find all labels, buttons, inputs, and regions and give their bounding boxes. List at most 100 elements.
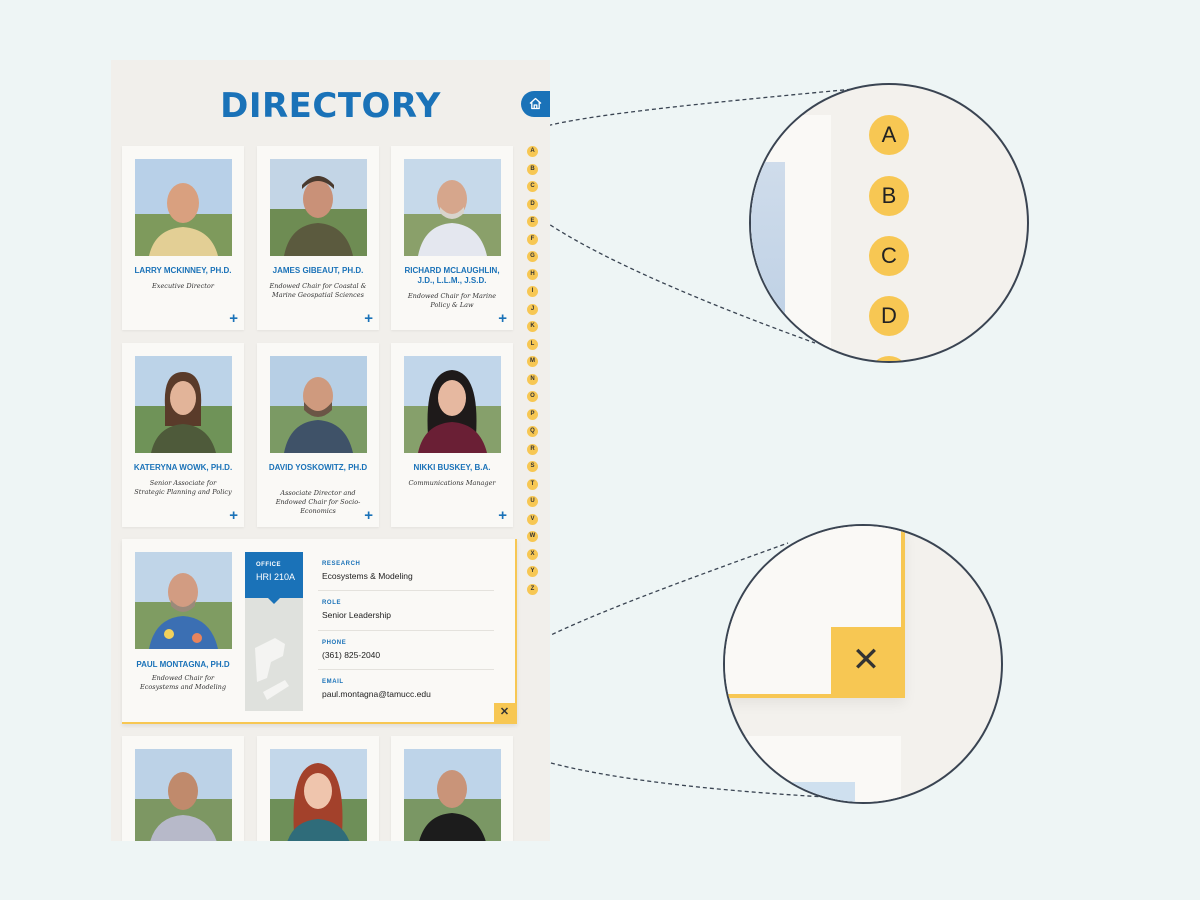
person-photo bbox=[135, 749, 232, 841]
person-card[interactable]: JAMES GIBEAUT, PH.D. Endowed Chair for C… bbox=[257, 146, 379, 330]
alphabet-letter-f[interactable]: F bbox=[527, 233, 538, 245]
alphabet-letter-j[interactable]: J bbox=[527, 303, 538, 315]
zoomed-photo-edge bbox=[751, 162, 785, 361]
office-map[interactable]: OFFICE HRI 210A bbox=[245, 552, 303, 711]
alphabet-letter-e[interactable]: E bbox=[527, 216, 538, 227]
person-photo bbox=[404, 159, 501, 256]
expand-button[interactable]: + bbox=[498, 310, 507, 327]
alphabet-letter-x[interactable]: X bbox=[527, 548, 538, 560]
office-badge: OFFICE HRI 210A bbox=[245, 552, 303, 604]
divider bbox=[318, 669, 494, 670]
alphabet-letter-i[interactable]: I bbox=[527, 286, 538, 297]
zoom-letter-partial bbox=[869, 356, 909, 361]
zoom-letter-a: A bbox=[869, 115, 909, 155]
alphabet-zoom-callout: A B C D bbox=[749, 83, 1029, 363]
alphabet-letter-u[interactable]: U bbox=[527, 496, 538, 507]
person-photo bbox=[135, 356, 232, 453]
alphabet-letter-k[interactable]: K bbox=[527, 321, 538, 332]
expanded-person-card: PAUL MONTAGNA, PH.D Endowed Chair for Ec… bbox=[122, 539, 517, 724]
person-photo bbox=[404, 356, 501, 453]
person-card[interactable] bbox=[391, 736, 513, 841]
field-value: Ecosystems & Modeling bbox=[322, 571, 413, 581]
field-label: PHONE bbox=[322, 640, 347, 646]
close-button[interactable]: ✕ bbox=[494, 703, 515, 722]
person-role: Executive Director bbox=[152, 282, 214, 290]
zoomed-expanded-card: ✕ bbox=[725, 526, 905, 698]
alphabet-letter-p[interactable]: P bbox=[527, 408, 538, 420]
directory-panel: DIRECTORY LARRY MCKINNEY, PH.D. Executiv… bbox=[111, 60, 550, 841]
research-field: RESEARCH Ecosystems & Modeling bbox=[322, 561, 494, 581]
floorplan-graphic bbox=[255, 638, 289, 700]
alphabet-letter-o[interactable]: O bbox=[527, 391, 538, 402]
alphabet-letter-c[interactable]: C bbox=[527, 181, 538, 192]
person-photo bbox=[404, 749, 501, 841]
home-button[interactable] bbox=[521, 91, 550, 117]
expand-button[interactable]: + bbox=[498, 507, 507, 524]
field-label: EMAIL bbox=[322, 679, 344, 685]
person-photo bbox=[270, 356, 367, 453]
person-card[interactable]: LARRY MCKINNEY, PH.D. Executive Director… bbox=[122, 146, 244, 330]
person-card[interactable] bbox=[122, 736, 244, 841]
zoom-letter-b: B bbox=[869, 176, 909, 216]
person-name: LARRY MCKINNEY, PH.D. bbox=[134, 266, 232, 275]
person-role: Communications Manager bbox=[408, 479, 496, 487]
alphabet-letter-a[interactable]: A bbox=[527, 146, 538, 157]
person-role: Endowed Chair for Marine Policy & Law bbox=[407, 292, 497, 309]
field-value: Senior Leadership bbox=[322, 610, 391, 620]
email-link[interactable]: paul.montagna@tamucc.edu bbox=[322, 689, 431, 699]
alphabet-letter-m[interactable]: M bbox=[527, 356, 538, 367]
person-card[interactable]: DAVID YOSKOWITZ, PH.D Associate Director… bbox=[257, 343, 379, 527]
alphabet-letter-v[interactable]: V bbox=[527, 513, 538, 525]
alphabet-letter-l[interactable]: L bbox=[527, 338, 538, 350]
alphabet-letter-n[interactable]: N bbox=[527, 373, 538, 385]
alphabet-letter-y[interactable]: Y bbox=[527, 566, 538, 577]
phone-field: PHONE (361) 825-2040 bbox=[322, 640, 494, 660]
person-role: Endowed Chair for Coastal & Marine Geosp… bbox=[269, 282, 367, 299]
person-role: Associate Director and Endowed Chair for… bbox=[275, 489, 361, 515]
alphabet-letter-h[interactable]: H bbox=[527, 268, 538, 280]
person-card[interactable]: RICHARD MCLAUGHLIN, J.D., L.L.M., J.S.D.… bbox=[391, 146, 513, 330]
person-card[interactable]: KATERYNA WOWK, PH.D. Senior Associate fo… bbox=[122, 343, 244, 527]
close-button-zoom-callout: ✕ bbox=[723, 524, 1003, 804]
field-label: ROLE bbox=[322, 600, 342, 606]
divider bbox=[318, 590, 494, 591]
expand-button[interactable]: + bbox=[364, 310, 373, 327]
expand-button[interactable]: + bbox=[229, 310, 238, 327]
alphabet-letter-q[interactable]: Q bbox=[527, 426, 538, 437]
close-icon: ✕ bbox=[831, 627, 901, 694]
alphabet-letter-w[interactable]: W bbox=[527, 531, 538, 542]
alphabet-letter-z[interactable]: Z bbox=[527, 583, 538, 595]
zoomed-photo-edge bbox=[785, 782, 855, 802]
alphabet-letter-t[interactable]: T bbox=[527, 478, 538, 490]
office-label: OFFICE bbox=[256, 562, 281, 568]
person-card[interactable]: NIKKI BUSKEY, B.A. Communications Manage… bbox=[391, 343, 513, 527]
person-photo bbox=[270, 749, 367, 841]
person-name: DAVID YOSKOWITZ, PH.D bbox=[268, 463, 368, 472]
person-photo bbox=[135, 552, 232, 649]
person-name: PAUL MONTAGNA, PH.D bbox=[136, 660, 230, 669]
alphabet-letter-r[interactable]: R bbox=[527, 443, 538, 455]
alphabet-letter-d[interactable]: D bbox=[527, 198, 538, 210]
email-field: EMAIL paul.montagna@tamucc.edu bbox=[322, 679, 494, 699]
alphabet-letter-s[interactable]: S bbox=[527, 461, 538, 472]
alphabet-letter-b[interactable]: B bbox=[527, 163, 538, 175]
phone-link[interactable]: (361) 825-2040 bbox=[322, 650, 381, 660]
alphabet-letter-g[interactable]: G bbox=[527, 251, 538, 262]
person-photo bbox=[135, 159, 232, 256]
home-icon bbox=[529, 97, 542, 110]
office-value: HRI 210A bbox=[256, 572, 296, 582]
role-field: ROLE Senior Leadership bbox=[322, 600, 494, 620]
expand-button[interactable]: + bbox=[364, 507, 373, 524]
person-card[interactable] bbox=[257, 736, 379, 841]
zoom-letter-c: C bbox=[869, 236, 909, 276]
zoom-letter-d: D bbox=[869, 296, 909, 336]
divider bbox=[318, 630, 494, 631]
person-name: JAMES GIBEAUT, PH.D. bbox=[272, 266, 364, 275]
person-name: NIKKI BUSKEY, B.A. bbox=[413, 463, 491, 472]
person-name: RICHARD MCLAUGHLIN, J.D., L.L.M., J.S.D. bbox=[404, 266, 500, 285]
person-role: Endowed Chair for Ecosystems and Modelin… bbox=[139, 674, 227, 691]
person-photo bbox=[270, 159, 367, 256]
field-label: RESEARCH bbox=[322, 561, 361, 567]
expand-button[interactable]: + bbox=[229, 507, 238, 524]
person-role: Senior Associate for Strategic Planning … bbox=[134, 479, 232, 496]
